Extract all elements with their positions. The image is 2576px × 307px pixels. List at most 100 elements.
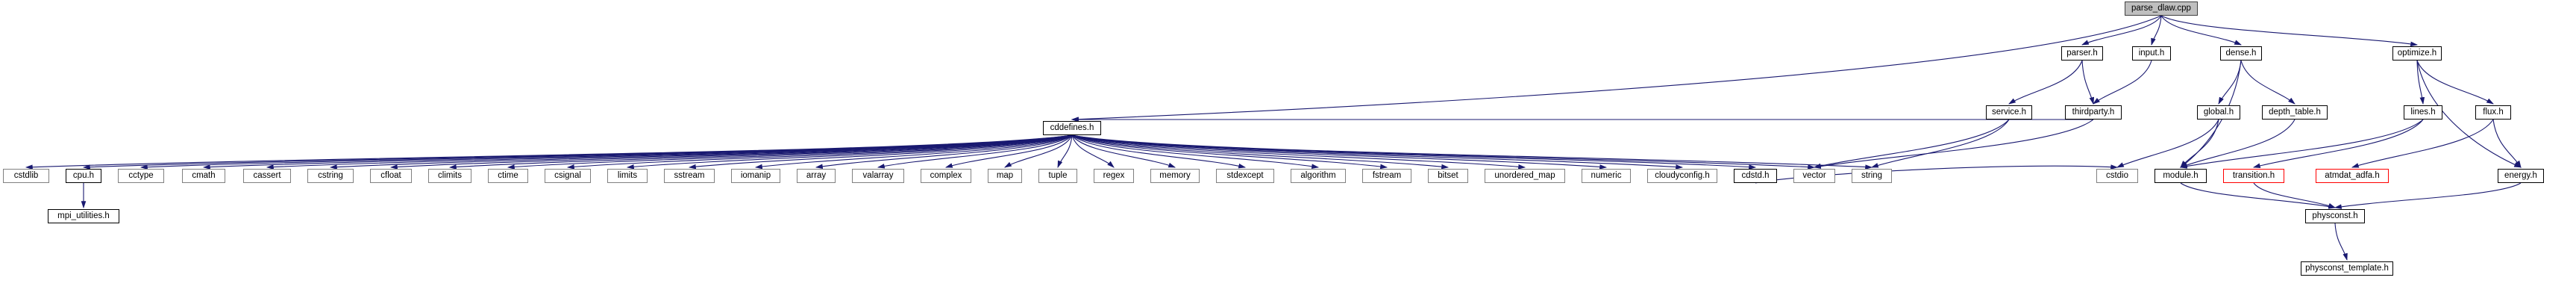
graph-node-physconst[interactable]: physconst.h xyxy=(2305,209,2365,223)
graph-node-label: cfloat xyxy=(380,170,401,180)
graph-node-label: transition.h xyxy=(2232,170,2275,180)
graph-edge-optimize-to-lines xyxy=(2416,60,2425,105)
graph-node-ctime[interactable]: ctime xyxy=(488,169,528,183)
graph-edge-dense-to-depth_table xyxy=(2240,60,2295,105)
graph-node-string[interactable]: string xyxy=(1852,169,1892,183)
graph-node-map[interactable]: map xyxy=(988,169,1022,183)
graph-node-thirdparty[interactable]: thirdparty.h xyxy=(2065,105,2122,120)
graph-node-label: depth_table.h xyxy=(2269,107,2321,117)
graph-node-label: sstream xyxy=(674,170,705,180)
graph-node-cassert[interactable]: cassert xyxy=(243,169,291,183)
graph-node-algorithm[interactable]: algorithm xyxy=(1291,169,1346,183)
graph-node-cctype[interactable]: cctype xyxy=(118,169,164,183)
graph-edge-energy-to-physconst xyxy=(2334,182,2522,209)
graph-node-cddefines[interactable]: cddefines.h xyxy=(1043,121,1101,135)
graph-node-module[interactable]: module.h xyxy=(2154,169,2207,183)
graph-node-stdexcept[interactable]: stdexcept xyxy=(1216,169,1274,183)
graph-node-label: cloudyconfig.h xyxy=(1655,170,1710,180)
graph-node-cstring[interactable]: cstring xyxy=(307,169,354,183)
graph-edge-lines-to-module xyxy=(2179,119,2424,169)
graph-edge-transition-to-physconst xyxy=(2253,182,2337,208)
graph-node-unordered_map[interactable]: unordered_map xyxy=(1485,169,1565,183)
graph-edge-parser-to-service xyxy=(2008,60,2083,105)
graph-node-label: module.h xyxy=(2163,170,2199,180)
graph-edge-cddefines-to-unordered_map xyxy=(1071,134,1526,170)
graph-node-mpi_utilities[interactable]: mpi_utilities.h xyxy=(48,209,119,223)
graph-node-cdstd[interactable]: cdstd.h xyxy=(1734,169,1777,183)
graph-node-label: csignal xyxy=(554,170,581,180)
graph-node-atmdat_adfa[interactable]: atmdat_adfa.h xyxy=(2316,169,2389,183)
graph-edge-input-to-thirdparty xyxy=(2093,60,2152,105)
graph-node-label: cddefines.h xyxy=(1050,123,1094,132)
graph-node-numeric[interactable]: numeric xyxy=(1582,169,1631,183)
graph-node-label: regex xyxy=(1103,170,1125,180)
graph-node-tuple[interactable]: tuple xyxy=(1038,169,1077,183)
graph-node-physconst_template[interactable]: physconst_template.h xyxy=(2301,261,2393,276)
graph-node-iomanip[interactable]: iomanip xyxy=(731,169,780,183)
graph-node-lines[interactable]: lines.h xyxy=(2404,105,2442,120)
graph-edge-parse_dlaw-to-cddefines xyxy=(1071,15,2162,122)
graph-edge-cddefines-to-algorithm xyxy=(1071,134,1320,169)
graph-node-cloudyconfig[interactable]: cloudyconfig.h xyxy=(1647,169,1717,183)
graph-node-input[interactable]: input.h xyxy=(2132,46,2171,61)
graph-node-valarray[interactable]: valarray xyxy=(852,169,904,183)
graph-node-service[interactable]: service.h xyxy=(1986,105,2032,120)
graph-node-optimize[interactable]: optimize.h xyxy=(2392,46,2442,61)
graph-node-label: bitset xyxy=(1438,170,1458,180)
graph-node-label: atmdat_adfa.h xyxy=(2325,170,2380,180)
graph-node-label: stdexcept xyxy=(1226,170,1264,180)
graph-node-flux[interactable]: flux.h xyxy=(2475,105,2511,120)
graph-edge-cdstd-to-cstdio xyxy=(1755,164,2119,184)
graph-node-cpu[interactable]: cpu.h xyxy=(66,169,101,183)
graph-node-cstdio[interactable]: cstdio xyxy=(2096,169,2138,183)
graph-edge-cddefines-to-tuple xyxy=(1057,134,1073,169)
graph-node-limits[interactable]: limits xyxy=(607,169,648,183)
graph-node-label: lines.h xyxy=(2410,107,2436,117)
graph-node-parser[interactable]: parser.h xyxy=(2061,46,2103,61)
graph-edge-cddefines-to-array xyxy=(815,134,1073,169)
graph-edge-parse_dlaw-to-dense xyxy=(2160,15,2243,46)
graph-node-complex[interactable]: complex xyxy=(921,169,971,183)
graph-node-fstream[interactable]: fstream xyxy=(1362,169,1411,183)
graph-node-sstream[interactable]: sstream xyxy=(664,169,715,183)
graph-node-global[interactable]: global.h xyxy=(2197,105,2240,120)
graph-node-climits[interactable]: climits xyxy=(428,169,471,183)
graph-node-label: valarray xyxy=(862,170,894,180)
graph-node-vector[interactable]: vector xyxy=(1793,169,1835,183)
graph-edge-cddefines-to-stdexcept xyxy=(1071,134,1247,169)
graph-edge-optimize-to-energy xyxy=(2416,60,2522,168)
graph-node-transition[interactable]: transition.h xyxy=(2223,169,2284,183)
graph-node-label: cstdio xyxy=(2105,170,2129,180)
graph-edge-cddefines-to-complex xyxy=(944,134,1073,168)
graph-node-label: complex xyxy=(930,170,962,180)
graph-edge-cddefines-to-ctime xyxy=(507,134,1073,170)
graph-node-array[interactable]: array xyxy=(797,169,836,183)
graph-edge-thirdparty-to-vector xyxy=(1813,119,2094,169)
graph-node-cfloat[interactable]: cfloat xyxy=(370,169,412,183)
graph-node-csignal[interactable]: csignal xyxy=(545,169,591,183)
graph-node-label: dense.h xyxy=(2225,48,2257,58)
graph-edge-cddefines-to-climits xyxy=(448,134,1073,170)
graph-node-label: cmath xyxy=(192,170,216,180)
graph-node-depth_table[interactable]: depth_table.h xyxy=(2262,105,2328,120)
graph-node-label: service.h xyxy=(1991,107,2027,117)
graph-node-dense[interactable]: dense.h xyxy=(2220,46,2262,61)
graph-node-parse_dlaw[interactable]: parse_dlaw.cpp xyxy=(2125,1,2198,16)
graph-node-regex[interactable]: regex xyxy=(1094,169,1134,183)
graph-node-cstdlib[interactable]: cstdlib xyxy=(3,169,49,183)
graph-edge-optimize-to-flux xyxy=(2416,60,2494,105)
graph-node-label: map xyxy=(996,170,1014,180)
graph-node-cmath[interactable]: cmath xyxy=(182,169,225,183)
graph-edge-cddefines-to-iomanip xyxy=(754,134,1073,170)
graph-node-label: cassert xyxy=(253,170,281,180)
graph-node-bitset[interactable]: bitset xyxy=(1428,169,1468,183)
graph-node-label: cctype xyxy=(128,170,154,180)
graph-node-label: limits xyxy=(617,170,638,180)
graph-edge-parse_dlaw-to-optimize xyxy=(2160,15,2419,47)
graph-node-memory[interactable]: memory xyxy=(1150,169,1200,183)
graph-node-label: cstdlib xyxy=(13,170,39,180)
graph-node-energy[interactable]: energy.h xyxy=(2498,169,2544,183)
graph-edge-cddefines-to-bitset xyxy=(1071,134,1450,170)
graph-edge-parse_dlaw-to-input xyxy=(2151,15,2162,46)
